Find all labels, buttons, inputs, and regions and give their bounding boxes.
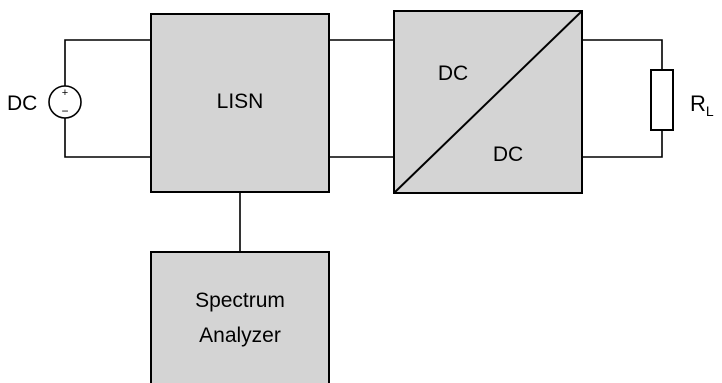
converter-output-label: DC [493, 143, 523, 166]
analyzer-label-line2: Analyzer [199, 324, 281, 347]
load-label-subscript: L [706, 103, 714, 119]
load-label-main: R [690, 91, 706, 116]
analyzer-box [150, 251, 330, 383]
analyzer-label-line1: Spectrum [195, 289, 285, 312]
source-minus-sign: − [61, 104, 68, 118]
voltage-source-icon [48, 85, 82, 119]
converter-diagonal [393, 10, 583, 194]
dc-dc-converter-block: DC DC [393, 10, 583, 194]
lisn-label: LISN [217, 90, 264, 113]
wires [64, 39, 663, 252]
source-plus-sign: + [62, 87, 68, 99]
converter-input-label: DC [438, 62, 468, 85]
dc-voltage-source: + − DC [7, 85, 82, 119]
lisn-block: LISN [150, 13, 330, 193]
load-label: RL [690, 91, 714, 119]
wire-source-top [64, 39, 151, 87]
source-label: DC [7, 92, 37, 115]
spectrum-analyzer-block: Spectrum Analyzer [150, 251, 330, 383]
wire-source-bottom [64, 117, 151, 158]
lisn-box [150, 13, 330, 193]
wire-converter-load-bottom [582, 130, 663, 158]
resistor-icon [650, 69, 674, 131]
load-resistor: RL [650, 69, 714, 131]
wire-converter-load-top [582, 39, 663, 70]
